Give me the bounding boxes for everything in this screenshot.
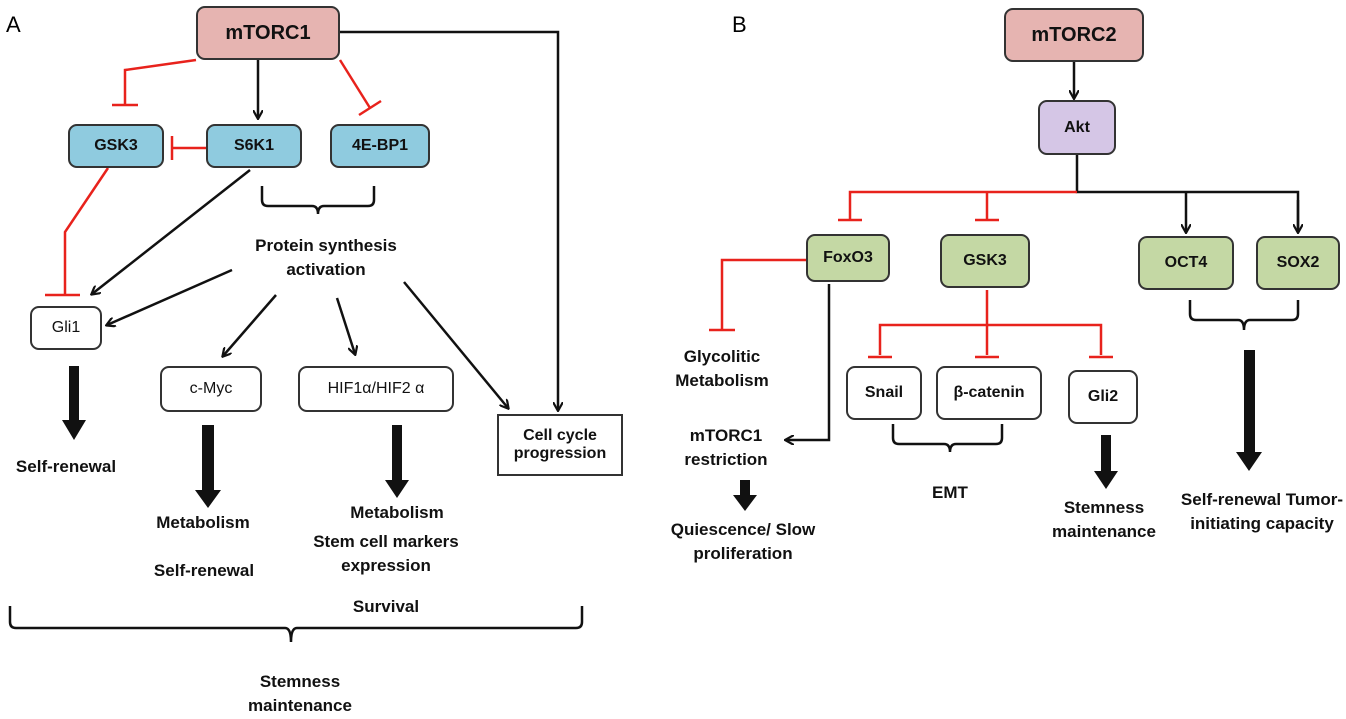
node-cmyc: c-Myc: [160, 366, 262, 412]
node-4ebp1: 4E-BP1: [330, 124, 430, 168]
panel-a-letter: A: [6, 12, 21, 37]
node-mtorc2: mTORC2: [1004, 8, 1144, 62]
arrow-mtorc1-cellcycle: [340, 30, 558, 410]
node-oct4: OCT4: [1138, 236, 1234, 290]
inhibit-gsk3-gli1: [63, 167, 110, 295]
panel-a-inhibition-lines: [45, 58, 382, 297]
panel-b-letter: B: [732, 12, 747, 37]
brace-protein-synthesis: [260, 186, 376, 215]
panel-b-braces: [891, 300, 1300, 453]
inhibit-foxo3-glycolytic: [720, 258, 806, 330]
arrow-protein-gli1: [107, 268, 233, 325]
arrow-s6k1-gli1: [92, 169, 251, 294]
node-gli1: Gli1: [30, 306, 102, 350]
node-s6k1: S6K1: [206, 124, 302, 168]
inhibit-akt-branch: [848, 190, 1077, 220]
thick-arrow-cmyc: [195, 425, 221, 508]
arrow-protein-hif: [335, 297, 355, 354]
label-glycolytic: Glycolitic Metabolism: [675, 347, 769, 390]
label-stem-cell-markers: Stem cell markers expression: [313, 532, 459, 575]
panel-a-activation-arrows: [92, 30, 558, 410]
node-snail: Snail: [846, 366, 922, 420]
panel-a-braces: [8, 186, 584, 643]
thick-arrow-gli2: [1094, 435, 1118, 489]
node-gsk3-a: GSK3: [68, 124, 164, 168]
label-quiescence: Quiescence/ Slow proliferation: [670, 520, 816, 563]
label-metabolism-hif: Metabolism: [350, 503, 444, 522]
node-mtorc1: mTORC1: [196, 6, 340, 60]
node-bcatenin: β-catenin: [936, 366, 1042, 420]
label-self-renewal-b: Self-renewal Tumor-initiating capacity: [1180, 490, 1344, 533]
inhibit-mtorc1-4ebp1-bar: [358, 99, 382, 117]
node-hif: HIF1α/HIF2 α: [298, 366, 454, 412]
inhibit-mtorc1-gsk3: [123, 58, 197, 105]
label-stemness-b: Stemness maintenance: [1052, 498, 1156, 541]
node-gli2: Gli2: [1068, 370, 1138, 424]
brace-emt: [891, 424, 1004, 453]
panel-b-activation-arrows: [786, 62, 1298, 440]
inhibit-gsk3-branch: [878, 290, 989, 355]
brace-stemness: [8, 606, 584, 643]
node-akt: Akt: [1038, 100, 1116, 155]
label-stemness-a: Stemness maintenance: [248, 672, 352, 715]
thick-arrow-quiescence: [733, 480, 757, 511]
label-emt: EMT: [932, 483, 968, 502]
inhibit-gsk3-gli2: [987, 323, 1103, 355]
brace-oct4-sox2: [1188, 300, 1300, 331]
label-self-renewal-gli1: Self-renewal: [15, 457, 117, 476]
arrow-akt-branch: [1075, 155, 1300, 230]
label-metabolism-cmyc: Metabolism: [156, 513, 250, 532]
arrow-protein-cellcycle: [403, 281, 508, 408]
node-foxo3: FoxO3: [806, 234, 890, 282]
thick-arrow-gli1: [62, 366, 86, 440]
arrow-protein-cmyc: [223, 294, 277, 356]
node-sox2: SOX2: [1256, 236, 1340, 290]
node-gsk3-b: GSK3: [940, 234, 1030, 288]
node-cell-cycle: Cell cycle progression: [497, 414, 623, 476]
panel-b-thick-arrows: [733, 350, 1262, 511]
label-mtorc1-restriction: mTORC1 restriction: [684, 426, 768, 469]
panel-a-thick-arrows: [62, 366, 409, 508]
thick-arrow-hif: [385, 425, 409, 498]
panel-b-inhibition-lines: [709, 190, 1113, 359]
arrow-foxo3-mtorc1: [786, 284, 831, 440]
label-survival: Survival: [352, 597, 420, 616]
label-protein-synthesis: Protein synthesis activation: [255, 236, 397, 279]
inhibit-mtorc1-4ebp1: [338, 59, 372, 109]
label-self-renewal-cmyc: Self-renewal: [153, 561, 255, 580]
thick-arrow-oct4-sox2: [1236, 350, 1262, 471]
